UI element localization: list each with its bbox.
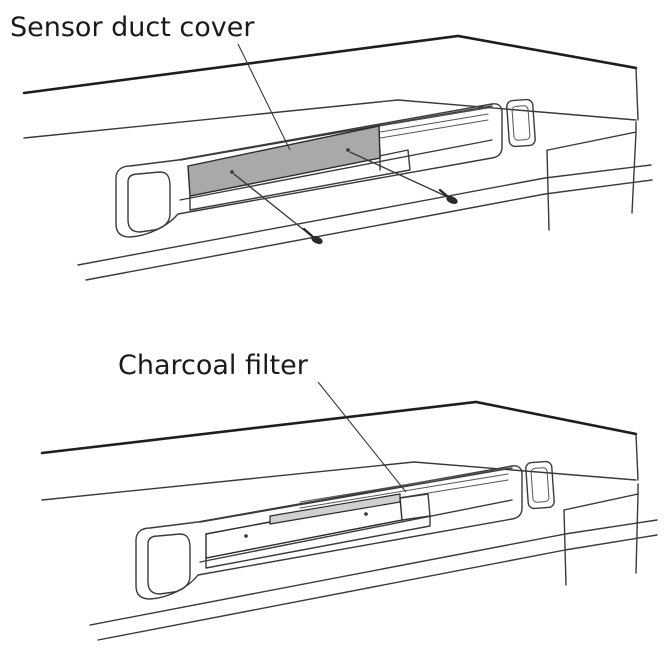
top-cover-screw-hole-left xyxy=(230,170,234,174)
bottom-rail-lower xyxy=(199,499,513,563)
bottom-illustration xyxy=(40,381,658,641)
top-rail-detail-2 xyxy=(379,113,489,133)
bottom-door-right-edge xyxy=(635,493,639,574)
bottom-lower-edge-2 xyxy=(97,534,658,641)
top-lower-edge-2 xyxy=(85,179,653,281)
top-front-upper-line xyxy=(23,99,637,139)
bottom-panel-end-cap xyxy=(147,533,191,595)
sensor-duct-cover xyxy=(187,125,381,197)
bottom-rail-upper xyxy=(199,467,513,523)
top-door-right-edge xyxy=(631,131,637,214)
top-rail-lower xyxy=(179,139,493,201)
top-screw-path-left xyxy=(233,173,315,239)
top-rail-detail-1 xyxy=(379,107,489,127)
top-panel-knob xyxy=(506,98,536,148)
bottom-filter-base xyxy=(205,515,431,569)
bottom-filter-housing xyxy=(205,497,403,559)
bottom-screw-hole-right xyxy=(364,512,368,516)
bottom-door-left-edge xyxy=(563,509,567,586)
top-appliance-right-corner xyxy=(635,67,639,121)
bottom-lower-edge-1 xyxy=(89,519,658,626)
charcoal-filter-leader-line xyxy=(317,381,407,493)
bottom-filter-end-block xyxy=(399,493,431,521)
top-rail-detail-3 xyxy=(379,119,489,139)
top-lower-edge-1 xyxy=(77,164,652,266)
sensor-duct-cover-label: Sensor duct cover xyxy=(10,12,255,43)
top-door-left-edge xyxy=(546,149,550,231)
bottom-screw-hole-left xyxy=(244,534,248,538)
bottom-rail-detail-1 xyxy=(299,467,509,503)
bottom-door-top xyxy=(563,483,639,511)
sensor-duct-cover-leader-line xyxy=(237,43,291,151)
top-screw-right xyxy=(438,188,458,205)
top-cover-screw-hole-right xyxy=(346,148,350,152)
top-appliance-top-edge xyxy=(22,34,638,95)
bottom-panel-knob xyxy=(525,460,555,510)
top-screw-path-right xyxy=(349,151,451,199)
bottom-panel-knob-inner xyxy=(530,467,550,503)
top-illustration xyxy=(22,34,653,281)
top-screw-left xyxy=(302,227,323,245)
bottom-front-upper-line xyxy=(41,461,637,501)
top-rail-upper xyxy=(179,105,493,161)
top-door-top xyxy=(547,121,637,151)
charcoal-filter xyxy=(269,493,401,525)
top-panel-frame xyxy=(115,103,503,238)
top-panel-end-cap xyxy=(127,171,171,233)
bottom-appliance-right-corner xyxy=(635,433,639,481)
bottom-appliance-top-edge xyxy=(40,400,638,455)
bottom-panel-frame xyxy=(135,465,523,600)
top-panel-knob-inner xyxy=(511,105,531,141)
charcoal-filter-label: Charcoal filter xyxy=(118,350,308,381)
bottom-rail-detail-2 xyxy=(299,473,509,509)
